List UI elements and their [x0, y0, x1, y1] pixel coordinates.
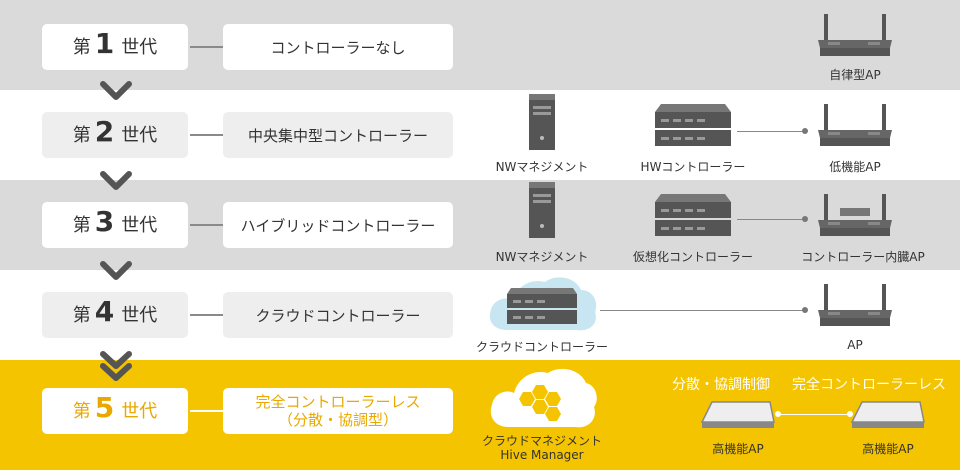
gen-suffix: 世代 [121, 305, 158, 326]
link-line [778, 414, 850, 415]
label-nw-mgmt: NWマネジメント [495, 250, 589, 264]
chevron-double-down-icon [100, 351, 132, 381]
gen-number: 5 [94, 391, 115, 424]
link-line [737, 219, 807, 220]
architecture-name-line1: 完全コントローラーレス [255, 393, 421, 411]
label-ap: AP [847, 338, 863, 352]
link-dot [802, 307, 808, 313]
label-nw-mgmt: NWマネジメント [495, 160, 589, 174]
controller-appliance-icon [655, 104, 731, 146]
gen-prefix: 第 [72, 125, 91, 146]
honeycomb-cloud-icon [490, 368, 597, 428]
label-cloud-controller: クラウドコントローラー [475, 340, 608, 354]
label-ap-builtin: コントローラー内臓AP [801, 250, 925, 264]
connector-line [190, 134, 223, 136]
link-dot [775, 411, 781, 417]
label-controllerless: 完全コントローラーレス [792, 377, 946, 393]
gen-suffix: 世代 [121, 125, 158, 146]
chevron-down-icon [100, 171, 132, 190]
generation-label-4: 第 4 世代 [42, 292, 188, 338]
chevron-down-icon [100, 81, 132, 100]
architecture-name-4: クラウドコントローラー [223, 292, 453, 338]
gen-number: 3 [94, 205, 115, 238]
architecture-name-3: ハイブリッドコントローラー [223, 202, 453, 248]
generation-label-3: 第 3 世代 [42, 202, 188, 248]
gen-prefix: 第 [72, 305, 91, 326]
link-line [737, 131, 807, 132]
label-hive-manager: Hive Manager [500, 448, 584, 462]
connector-line [190, 224, 223, 226]
gen-suffix: 世代 [121, 37, 158, 58]
label-ap-high: 高機能AP [712, 442, 764, 456]
gen-suffix: 世代 [121, 215, 158, 236]
link-dot [802, 128, 808, 134]
label-cloud-mgmt: クラウドマネジメント [481, 434, 602, 448]
gen-number: 4 [94, 295, 115, 328]
link-dot [847, 411, 853, 417]
link-line [600, 310, 807, 311]
gen-prefix: 第 [72, 215, 91, 236]
architecture-name-2: 中央集中型コントローラー [223, 112, 453, 158]
label-ap-high: 高機能AP [862, 442, 914, 456]
cloud-icon [489, 277, 597, 331]
gen-prefix: 第 [72, 37, 91, 58]
controller-appliance-icon [655, 194, 731, 236]
connector-line [190, 46, 223, 48]
label-hw-controller: HWコントローラー [640, 160, 746, 174]
server-tower-icon [529, 182, 555, 238]
flat-ap-icon [700, 401, 775, 428]
architecture-name-line2: （分散・協調型） [277, 411, 398, 429]
gen-suffix: 世代 [121, 401, 158, 422]
label-distributed-control: 分散・協調制御 [672, 377, 770, 393]
architecture-name-5: 完全コントローラーレス （分散・協調型） [223, 388, 453, 434]
generation-label-1: 第 1 世代 [42, 24, 188, 70]
link-dot [802, 216, 808, 222]
generation-label-5: 第 5 世代 [42, 388, 188, 434]
label-ap-low: 低機能AP [829, 160, 881, 174]
flat-ap-icon [850, 401, 925, 428]
chevron-down-icon [100, 261, 132, 280]
router-icon [818, 104, 892, 146]
router-icon [818, 14, 892, 56]
connector-line [190, 314, 223, 316]
gen-number: 2 [94, 115, 115, 148]
label-virtual-controller: 仮想化コントローラー [632, 250, 753, 264]
gen-number: 1 [94, 27, 115, 60]
router-with-controller-icon [818, 194, 892, 236]
connector-line [190, 410, 223, 412]
gen-prefix: 第 [72, 401, 91, 422]
architecture-name-1: コントローラーなし [223, 24, 453, 70]
server-tower-icon [529, 94, 555, 150]
label-ap-standalone: 自律型AP [829, 68, 881, 82]
router-icon [818, 284, 892, 326]
generation-label-2: 第 2 世代 [42, 112, 188, 158]
